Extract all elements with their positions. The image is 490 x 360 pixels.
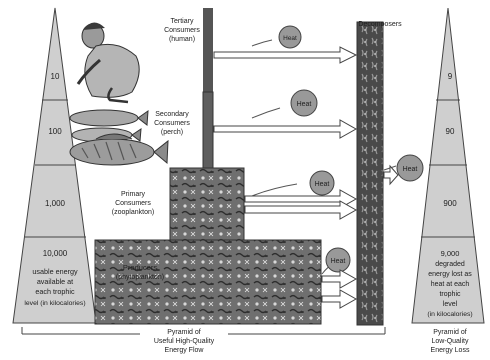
svg-text:Secondary: Secondary [155,111,189,118]
primary-consumers-label: Primary Consumers (zooplankton) [112,191,154,216]
right-note-line-5: trophic [439,291,461,298]
svg-text:Heat: Heat [297,101,312,108]
bottom-bracket [22,327,385,334]
svg-text:(phytoplankton): (phytoplankton) [116,274,164,281]
right-note-line-6: level [443,301,458,308]
right-note-line-3: energy lost as [428,271,472,278]
zooplankton-block [170,168,244,240]
right-level-900: 900 [443,199,457,208]
svg-text:Heat: Heat [403,166,418,173]
svg-text:Consumers: Consumers [164,27,200,34]
svg-text:Energy Loss: Energy Loss [431,347,470,354]
left-level-10000: 10,000 [43,249,68,258]
left-level-100: 100 [48,127,62,136]
svg-text:(perch): (perch) [161,129,183,136]
svg-text:Heat: Heat [315,181,330,188]
tertiary-consumers-label: Tertiary Consumers (human) [164,18,200,43]
arrow-decomposers [384,166,398,184]
svg-text:Producers: Producers [123,263,157,272]
right-note-line-1: 9,000 [441,249,460,258]
left-note-line-1: usable energy [32,267,78,276]
svg-text:Primary: Primary [121,191,146,198]
bottom-right-label: Pyramid of Low-Quality Energy Loss [431,329,470,354]
secondary-consumers-label: Secondary Consumers (perch) [154,111,190,136]
svg-text:Energy Flow: Energy Flow [165,347,205,354]
left-pyramid: 10 100 1,000 10,000 usable energy availa… [13,8,96,323]
arrow-producers-1 [322,270,356,288]
right-level-9: 9 [448,72,453,81]
secondary-bar [203,92,213,168]
right-note-line-7: (in kilocalories) [427,311,472,318]
left-note-line-2: available at [37,277,73,286]
svg-text:Consumers: Consumers [115,200,151,207]
decomposers-column [357,22,383,325]
left-note-line-4: level (in kilocalories) [24,300,85,307]
svg-text:(zooplankton): (zooplankton) [112,209,154,216]
svg-text:(human): (human) [169,36,195,43]
left-note-line-3: each trophic [35,287,75,296]
left-level-1000: 1,000 [45,199,66,208]
heat-producers: Heat [322,248,350,274]
human-illustration [78,22,139,102]
decomposers-label: Decomposers [358,21,402,28]
svg-text:Heat: Heat [283,35,297,42]
svg-text:Pyramid of: Pyramid of [167,329,201,336]
right-note-line-2: degraded [435,261,465,268]
arrow-tertiary [214,47,356,63]
bottom-center-label: Pyramid of Useful High-Quality Energy Fl… [154,329,215,354]
heat-primary: Heat [252,171,334,196]
heat-secondary: Heat [252,90,317,118]
svg-text:Pyramid of: Pyramid of [433,329,467,336]
left-level-10: 10 [51,72,60,81]
svg-text:Tertiary: Tertiary [171,18,194,25]
svg-text:Low-Quality: Low-Quality [432,338,469,345]
svg-text:Heat: Heat [331,258,346,265]
phytoplankton-block [95,240,321,324]
right-note-line-4: heat at each [431,281,470,288]
heat-tertiary: Heat [252,26,301,48]
arrow-secondary [214,120,356,138]
arrow-producers-2 [322,290,356,308]
svg-text:Consumers: Consumers [154,120,190,127]
svg-text:Useful High-Quality: Useful High-Quality [154,338,215,345]
right-level-90: 90 [446,127,455,136]
tertiary-bar [203,8,213,92]
perch-fish-illustration [70,110,168,165]
arrow-primary-2 [245,201,356,219]
